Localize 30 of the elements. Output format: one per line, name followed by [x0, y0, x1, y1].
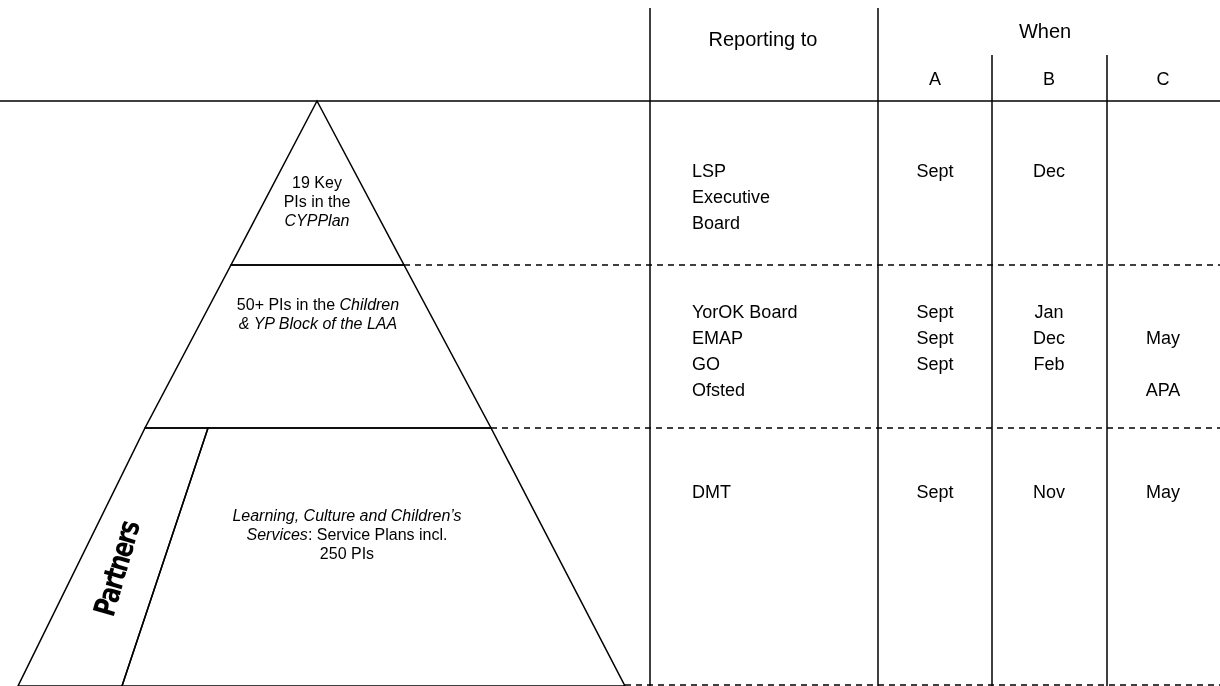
- column-header: B: [1043, 68, 1055, 91]
- table-cell-text: Feb: [1033, 353, 1065, 376]
- tier-label: 19 Key PIs in the CYPPlan: [282, 173, 352, 230]
- table-cell-text: Ofsted: [692, 379, 746, 402]
- table-cell-text: Jan: [1034, 301, 1064, 324]
- table-cell-text: Sept: [916, 481, 954, 504]
- column-header: C: [1156, 68, 1170, 91]
- column-header: Reporting to: [708, 27, 818, 52]
- table-cell-text: Sept: [916, 160, 954, 183]
- table-cell-text: GO: [692, 353, 720, 376]
- table-cell-text: APA: [1145, 379, 1181, 402]
- side-band: [18, 428, 208, 686]
- pyramid-tier: [145, 265, 491, 428]
- tier-label: 50+ PIs in the Children & YP Block of the LAA: [235, 295, 401, 333]
- table-cell-text: Sept: [916, 353, 954, 376]
- column-header: A: [929, 68, 941, 91]
- table-cell-text: Nov: [1033, 481, 1065, 504]
- tier-label: Learning, Culture and Children’s Services: Service Plans incl. 250 PIs: [232, 506, 462, 563]
- table-cell-text: DMT: [692, 481, 731, 504]
- table-cell-text: Dec: [1033, 327, 1065, 350]
- table-cell-text: LSP Executive Board: [692, 160, 772, 235]
- table-cell-text: May: [1146, 481, 1180, 504]
- column-header: When: [1018, 19, 1072, 44]
- table-cell-text: Dec: [1033, 160, 1065, 183]
- table-cell-text: YorOK Board: [692, 301, 798, 324]
- table-cell-text: Sept: [916, 327, 954, 350]
- table-cell-text: Sept: [916, 301, 954, 324]
- pyramid-tier: [231, 101, 404, 265]
- table-cell-text: EMAP: [692, 327, 743, 350]
- table-cell-text: May: [1146, 327, 1180, 350]
